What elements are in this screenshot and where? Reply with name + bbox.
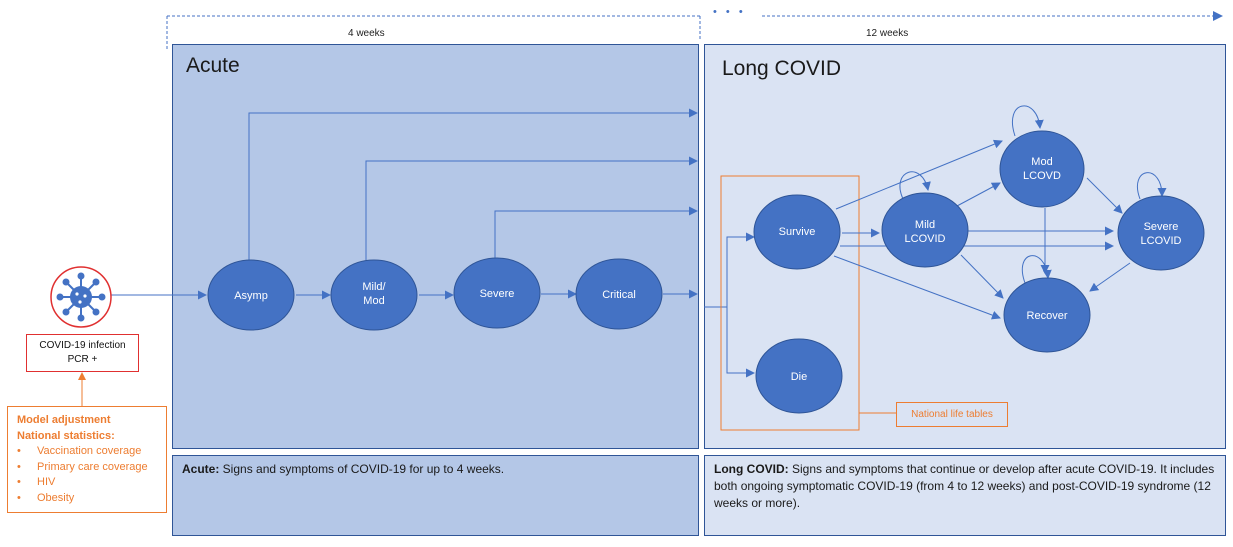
acute-panel — [172, 44, 699, 449]
long-duration-label: 12 weeks — [866, 28, 909, 39]
node-survive — [753, 194, 841, 270]
label-mild-lcovid-1: Mild — [915, 219, 935, 231]
acute-title: Acute — [186, 54, 240, 77]
node-die — [755, 338, 843, 414]
model-adjustment-box: Model adjustment National statistics: Va… — [7, 406, 167, 513]
arrow-asymp-long — [248, 108, 698, 260]
infection-pcr-label: PCR + — [67, 354, 98, 365]
loop-mod-lcovd — [1012, 105, 1044, 137]
model-adjustment-title: Model adjustment — [17, 414, 111, 426]
timeline-ellipsis: • • • — [713, 6, 746, 18]
label-die: Die — [791, 371, 808, 383]
arrow-mild-mod — [956, 182, 1001, 207]
long-covid-definition: Long COVID: Signs and symptoms that cont… — [704, 455, 1226, 536]
national-statistics-title: National statistics: — [17, 429, 115, 442]
infection-box: COVID-19 infection PCR + — [26, 334, 139, 372]
acute-definition: Acute: Signs and symptoms of COVID-19 fo… — [172, 455, 699, 536]
acute-definition-text: Signs and symptoms of COVID-19 for up to… — [219, 462, 505, 476]
acute-duration-label: 4 weeks — [348, 28, 385, 39]
label-severe: Severe — [480, 288, 515, 300]
node-mild-lcovid — [881, 192, 969, 268]
label-asymp: Asymp — [234, 290, 268, 302]
label-mod-lcovd-2: LCOVD — [1023, 170, 1061, 182]
list-item: Obesity — [17, 491, 166, 507]
long-covid-title: Long COVID — [722, 57, 842, 80]
long-covid-definition-text: Signs and symptoms that continue or deve… — [714, 462, 1215, 510]
list-item: HIV — [17, 475, 166, 491]
label-survive: Survive — [779, 226, 816, 238]
node-mild-mod — [330, 259, 418, 331]
label-mild-lcovid-2: LCOVID — [905, 233, 946, 245]
outcome-group-box — [720, 175, 860, 431]
list-item: Vaccination coverage — [17, 444, 166, 460]
label-mild-mod-1: Mild/ — [362, 281, 386, 293]
node-asymp — [207, 259, 295, 331]
virus-icon — [50, 266, 112, 328]
arrow-to-die — [726, 310, 755, 378]
arrow-severe-long — [494, 206, 698, 258]
loop-recover — [1021, 255, 1052, 284]
national-life-tables-box: National life tables — [896, 402, 1008, 427]
label-mod-lcovd-1: Mod — [1031, 156, 1052, 168]
adjustment-list: Vaccination coverage Primary care covera… — [17, 444, 166, 506]
label-critical: Critical — [602, 289, 636, 301]
label-mild-mod-2: Mod — [363, 295, 384, 307]
node-critical — [575, 258, 663, 330]
arrow-mod-severe — [1086, 177, 1123, 214]
node-severe-lcovid — [1117, 195, 1205, 271]
infection-label: COVID-19 infection — [39, 340, 126, 351]
node-mod-lcovd — [999, 130, 1085, 208]
label-severe-lcovid-2: LCOVID — [1141, 235, 1182, 247]
long-covid-term: Long COVID: — [714, 462, 789, 476]
arrow-mild-long — [365, 156, 698, 260]
loop-mild-lcovid — [899, 171, 931, 200]
node-recover — [1003, 277, 1091, 353]
loop-severe-lcovid — [1137, 172, 1167, 200]
arrow-survive-recover — [833, 255, 1001, 320]
arrow-survive-mod — [835, 139, 1003, 210]
arrow-to-survive — [726, 232, 755, 373]
label-severe-lcovid-1: Severe — [1144, 221, 1179, 233]
acute-term: Acute: — [182, 462, 220, 476]
arrow-mild-recover — [960, 254, 1004, 299]
node-severe — [453, 257, 541, 329]
label-recover: Recover — [1027, 310, 1068, 322]
list-item: Primary care coverage — [17, 460, 166, 476]
arrow-severe-recover — [1089, 262, 1131, 292]
timeline-bracket — [166, 11, 1223, 50]
